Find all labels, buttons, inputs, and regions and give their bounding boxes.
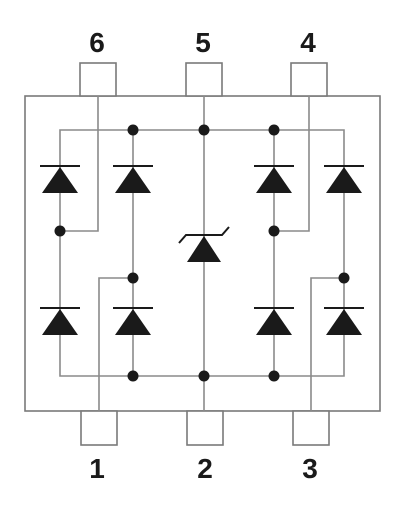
pin-pad-1 xyxy=(80,410,118,446)
junction-dot xyxy=(198,370,210,382)
junction-dot xyxy=(54,225,66,237)
junction-dot xyxy=(268,370,280,382)
pin-pad-5 xyxy=(185,62,223,97)
tvs-diodes xyxy=(40,165,364,335)
diode-left-outer-lower xyxy=(40,307,80,335)
junction-dot xyxy=(127,272,139,284)
diode-left-inner-upper xyxy=(113,165,153,193)
pin-pad-3 xyxy=(292,410,330,446)
zener-diode xyxy=(178,226,230,262)
pin-label-1: 1 xyxy=(89,453,105,484)
pin-label-4: 4 xyxy=(300,27,316,58)
diode-right-inner-upper xyxy=(254,165,294,193)
diode-right-outer-upper xyxy=(324,165,364,193)
junction-dot xyxy=(268,124,280,136)
diode-right-inner-lower xyxy=(254,307,294,335)
pin-label-3: 3 xyxy=(302,453,318,484)
junction-dot xyxy=(198,124,210,136)
pin-label-2: 2 xyxy=(197,453,213,484)
junction-dot xyxy=(268,225,280,237)
diode-right-outer-lower xyxy=(324,307,364,335)
junction-dot xyxy=(127,124,139,136)
pin-pad-2 xyxy=(186,410,224,446)
junction-dots xyxy=(54,124,350,382)
diode-left-outer-upper xyxy=(40,165,80,193)
diode-left-inner-lower xyxy=(113,307,153,335)
pin-pad-4 xyxy=(290,62,328,97)
pin-pad-6 xyxy=(79,62,117,97)
junction-dot xyxy=(338,272,350,284)
pin-label-5: 5 xyxy=(195,27,211,58)
pin-label-6: 6 xyxy=(89,27,105,58)
junction-dot xyxy=(127,370,139,382)
